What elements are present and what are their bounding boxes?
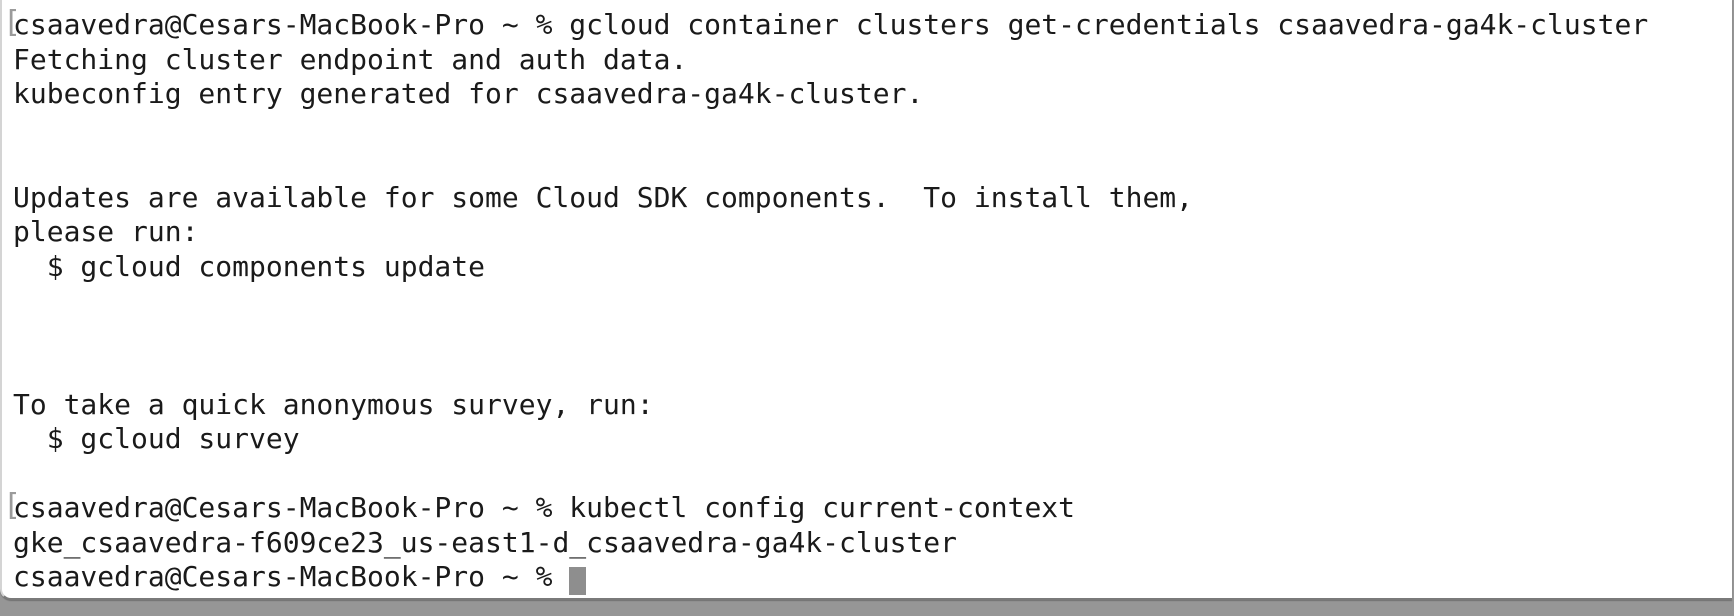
terminal-line: $ gcloud survey [13, 422, 1724, 457]
terminal-line: Fetching cluster endpoint and auth data. [13, 43, 1724, 78]
terminal-line: kubeconfig entry generated for csaavedra… [13, 77, 1724, 112]
terminal-line: gke_csaavedra-f609ce23_us-east1-d_csaave… [13, 526, 1724, 561]
terminal-text: $ gcloud survey [13, 422, 300, 455]
terminal-text: $ gcloud components update [13, 249, 486, 283]
terminal-text: csaavedra@Cesars-MacBook-Pro ~ % gcloud … [13, 8, 1649, 41]
terminal-line [13, 319, 1724, 354]
terminal-text: To take a quick anonymous survey, run: [13, 387, 654, 421]
terminal-line: To take a quick anonymous survey, run: [13, 388, 1724, 423]
terminal-line [13, 284, 1724, 319]
terminal-text: Fetching cluster endpoint and auth data. [13, 42, 688, 76]
terminal-text: csaavedra@Cesars-MacBook-Pro ~ % kubectl… [13, 491, 1076, 524]
terminal-line: [csaavedra@Cesars-MacBook-Pro ~ % kubect… [3, 488, 1724, 526]
terminal-line [13, 112, 1724, 147]
terminal-cursor [569, 567, 587, 595]
terminal-window: [csaavedra@Cesars-MacBook-Pro ~ % gcloud… [0, 0, 1732, 600]
terminal-text: gke_csaavedra-f609ce23_us-east1-d_csaave… [13, 525, 958, 559]
terminal-line: please run: [13, 215, 1724, 250]
prompt-bracket-mark: [ [3, 488, 22, 523]
terminal-text: please run: [13, 215, 199, 248]
prompt-bracket-mark: [ [3, 5, 22, 40]
terminal-line [13, 457, 1724, 492]
terminal-line [13, 146, 1724, 181]
terminal-line [13, 353, 1724, 388]
terminal-screen[interactable]: [csaavedra@Cesars-MacBook-Pro ~ % gcloud… [2, 0, 1732, 598]
terminal-text: kubeconfig entry generated for csaavedra… [13, 77, 924, 110]
terminal-line: [csaavedra@Cesars-MacBook-Pro ~ % gcloud… [3, 5, 1724, 43]
terminal-line: csaavedra@Cesars-MacBook-Pro ~ % [13, 560, 1724, 595]
terminal-line: $ gcloud components update [13, 250, 1724, 285]
terminal-line: Updates are available for some Cloud SDK… [13, 181, 1724, 216]
terminal-text: Updates are available for some Cloud SDK… [13, 180, 1194, 214]
terminal-text: csaavedra@Cesars-MacBook-Pro ~ % [13, 560, 570, 593]
